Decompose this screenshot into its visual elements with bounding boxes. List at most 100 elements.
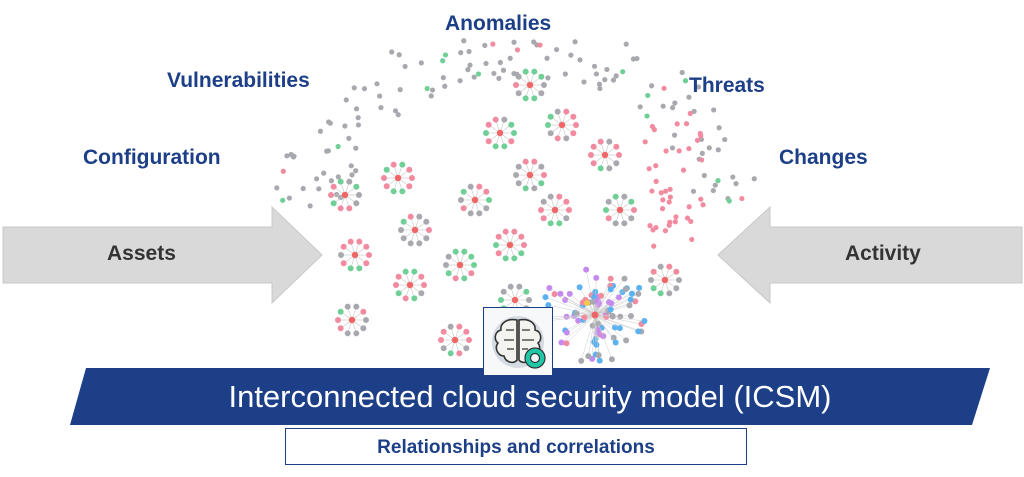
graph-node [612,339,619,346]
graph-hub [451,336,459,344]
graph-node [671,132,678,138]
graph-node [286,195,292,201]
graph-node [674,121,680,127]
graph-node [353,330,360,337]
graph-node [461,275,468,282]
graph-node [653,224,659,231]
graph-node [522,68,529,75]
graph-node [651,127,657,133]
graph-node [442,52,449,58]
graph-node [445,253,452,260]
graph-node [466,48,472,55]
graph-node [460,205,467,212]
graph-node [592,288,599,295]
graph-node [666,222,672,228]
graph-node [627,296,634,303]
graph-node [667,194,673,200]
graph-node [507,283,514,290]
graph-node [348,163,354,169]
graph-node [556,193,563,200]
graph-node [563,215,570,222]
graph-hub [456,261,464,269]
graph-edge [561,314,596,343]
graph-hub [411,226,419,234]
graph-node [397,87,403,93]
graph-node [327,120,333,126]
graph-node [612,324,619,331]
graph-node [584,300,590,306]
graph-node [290,154,297,160]
graph-node [402,268,409,275]
graph-node [452,275,459,282]
graph-node [670,105,676,111]
graph-node [483,188,490,195]
graph-node [688,218,694,225]
graph-node [645,92,651,99]
graph-node [605,215,612,222]
graph-node [647,223,653,229]
graph-node [500,288,507,295]
graph-node [540,215,547,222]
graph-node [458,197,464,203]
graph-node [335,174,341,180]
graph-node [516,283,523,290]
graph-node [597,138,604,145]
graph-node [483,60,489,67]
graph-node [733,181,739,187]
graph-node [338,252,344,258]
graph-node [461,38,467,44]
graph-node [363,260,370,267]
graph-node [531,185,538,192]
graph-node [610,334,617,341]
graph-node [491,70,497,77]
graph-node [686,94,692,100]
graph-node [360,308,367,315]
graph-node [722,136,728,143]
graph-node [669,145,676,151]
graph-node [399,188,406,195]
graph-node [607,286,614,293]
graph-node [445,270,452,277]
graph-node [673,214,679,220]
graph-node [476,210,483,217]
graph-node [581,314,588,321]
graph-node [686,204,692,210]
graph-node [623,41,629,47]
graph-node [623,337,630,344]
graph-node [438,337,444,343]
graph-edge [594,314,613,360]
graph-node [684,215,691,221]
graph-node [606,165,613,172]
graph-node [485,121,492,128]
graph-node [566,207,572,213]
graph-node [650,285,657,292]
graph-node [557,290,564,297]
graph-node [353,200,360,207]
graph-node [383,166,390,173]
graph-node [607,306,614,313]
graph-node [666,290,673,297]
graph-edge [548,304,596,316]
graph-node [400,218,407,225]
graph-node [551,291,558,298]
graph-node [390,161,397,168]
graph-node [545,75,551,81]
graph-node [307,203,313,209]
graph-node [447,350,454,357]
graph-node [518,233,525,240]
graph-node [596,357,603,364]
graph-node [407,213,414,220]
graph-node [335,317,341,323]
graph-node [653,163,659,169]
graph-node [651,243,657,249]
graph-node [676,277,682,283]
graph-edge [594,314,599,356]
graph-node [546,284,553,291]
graph-node [593,274,600,281]
graph-node [606,138,613,145]
graph-node [541,82,547,88]
graph-node [467,183,474,190]
graph-node [475,71,482,77]
graph-node [531,39,537,45]
graph-node [515,73,522,80]
